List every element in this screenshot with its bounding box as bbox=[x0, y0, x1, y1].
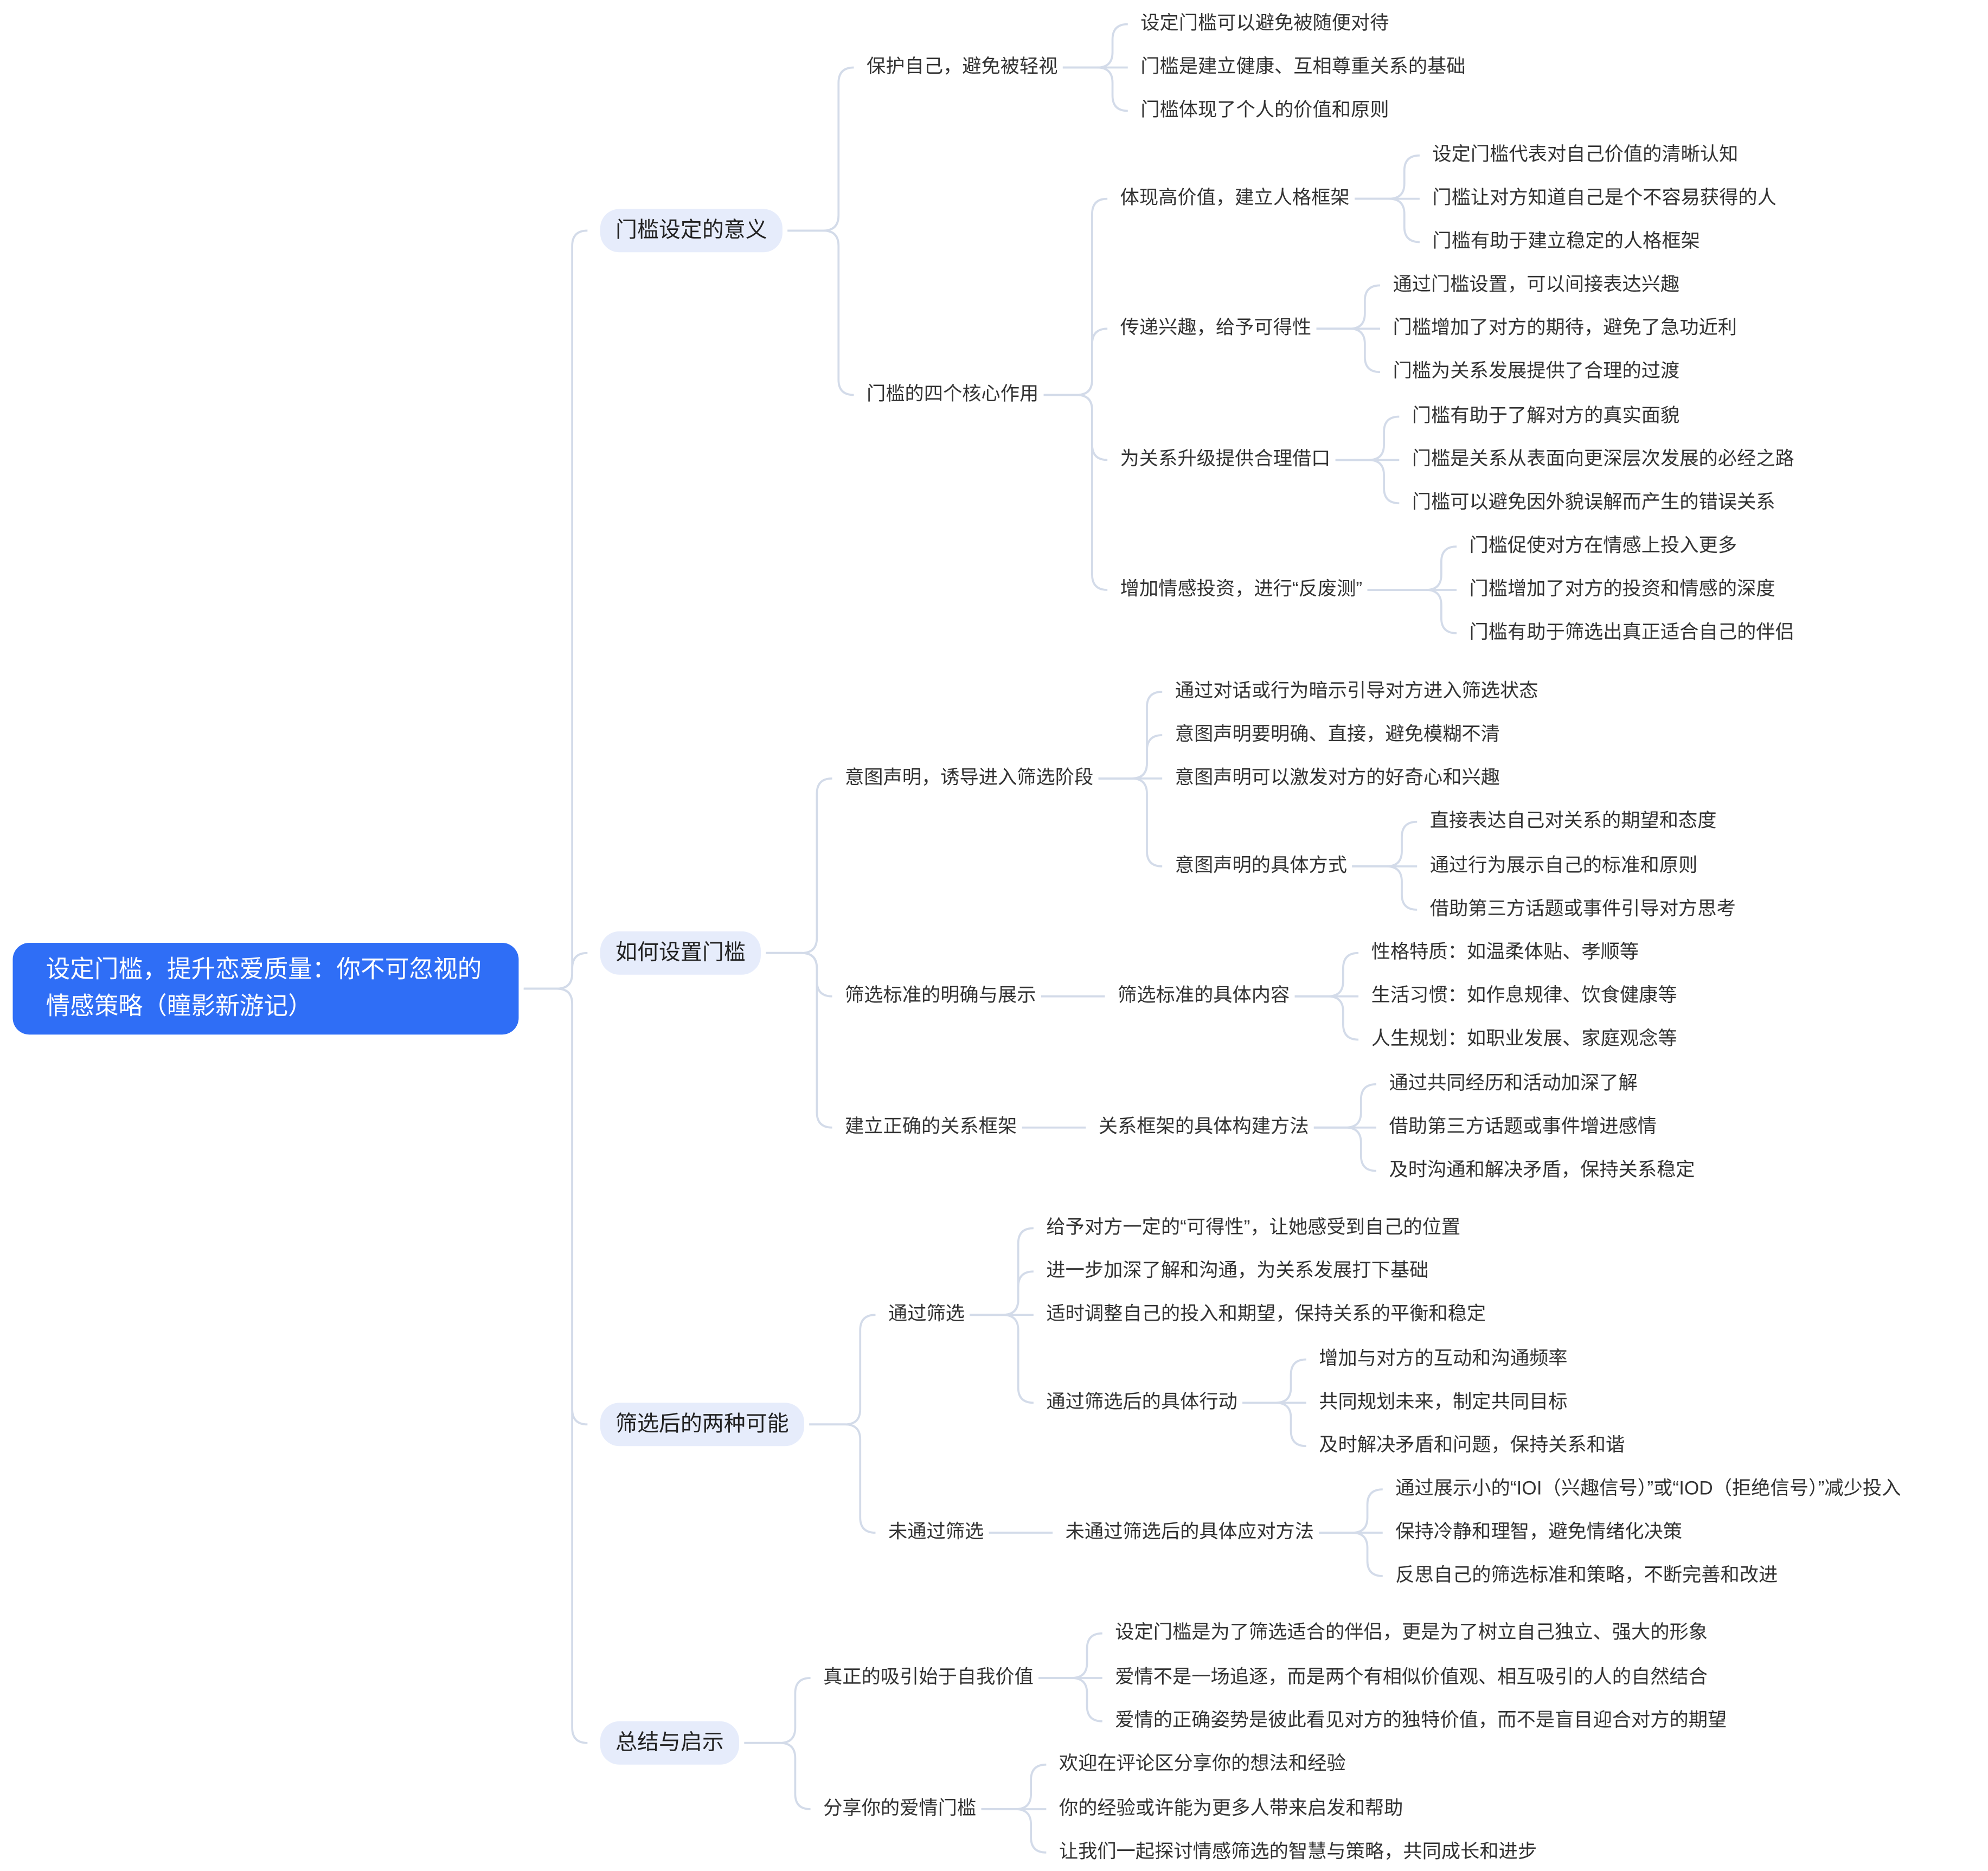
topic-m3[interactable]: 筛选后的两种可能 bbox=[600, 1403, 804, 1446]
edge-m3-m3a bbox=[809, 1314, 876, 1426]
topic-m4a1[interactable]: 设定门槛是为了筛选适合的伴侣，更是为了树立自己独立、强大的形象 bbox=[1115, 1622, 1708, 1644]
topic-m2c1c[interactable]: 及时沟通和解决矛盾，保持关系稳定 bbox=[1389, 1159, 1695, 1181]
topic-m4a[interactable]: 真正的吸引始于自我价值 bbox=[823, 1666, 1034, 1688]
edge-m1b-m1b2 bbox=[1043, 327, 1108, 396]
edge-m2a4-m2a4c bbox=[1352, 865, 1418, 911]
edge-m1b-m1b4 bbox=[1043, 394, 1108, 591]
topic-m2a[interactable]: 意图声明，诱导进入筛选阶段 bbox=[845, 767, 1094, 789]
topic-m2c1b[interactable]: 借助第三方话题或事件增进感情 bbox=[1389, 1116, 1657, 1138]
edge-m2-m2c bbox=[766, 951, 832, 1129]
topic-m1a3[interactable]: 门槛体现了个人的价值和原则 bbox=[1140, 99, 1389, 121]
edge-m2c1-m2c1c bbox=[1313, 1126, 1377, 1172]
topic-m1b2[interactable]: 传递兴趣，给予可得性 bbox=[1120, 317, 1312, 339]
edge-m2a-m2a4 bbox=[1098, 777, 1163, 867]
topic-m2c1[interactable]: 关系框架的具体构建方法 bbox=[1098, 1116, 1309, 1138]
topic-m3b1[interactable]: 未通过筛选后的具体应对方法 bbox=[1065, 1521, 1314, 1543]
topic-m2b[interactable]: 筛选标准的明确与展示 bbox=[845, 985, 1036, 1007]
topic-m1b2c[interactable]: 门槛为关系发展提供了合理的过渡 bbox=[1393, 361, 1680, 382]
topic-m3a4b[interactable]: 共同规划未来，制定共同目标 bbox=[1319, 1391, 1568, 1413]
topic-m3a[interactable]: 通过筛选 bbox=[888, 1303, 965, 1325]
topic-m1b3b[interactable]: 门槛是关系从表面向更深层次发展的必经之路 bbox=[1412, 448, 1794, 471]
topic-m3a3[interactable]: 适时调整自己的投入和期望，保持关系的平衡和稳定 bbox=[1046, 1303, 1486, 1325]
topic-m3a2[interactable]: 进一步加深了解和沟通，为关系发展打下基础 bbox=[1046, 1260, 1429, 1282]
topic-m2[interactable]: 如何设置门槛 bbox=[600, 931, 761, 975]
topic-m2b1a[interactable]: 性格特质：如温柔体贴、孝顺等 bbox=[1371, 941, 1639, 963]
edge-m1a-m1a3 bbox=[1062, 66, 1128, 112]
topic-m2a4a[interactable]: 直接表达自己对关系的期望和态度 bbox=[1429, 810, 1717, 832]
topic-m1b1[interactable]: 体现高价值，建立人格框架 bbox=[1120, 187, 1350, 209]
topic-m1b3c[interactable]: 门槛可以避免因外貌误解而产生的错误关系 bbox=[1412, 492, 1775, 514]
root-topic[interactable]: 设定门槛，提升恋爱质量：你不可忽视的情感策略（瞳影新游记） bbox=[12, 942, 519, 1035]
topic-m1b2a[interactable]: 通过门槛设置，可以间接表达兴趣 bbox=[1393, 274, 1680, 296]
topic-m3b1c[interactable]: 反思自己的筛选标准和策略，不断完善和改进 bbox=[1395, 1564, 1778, 1586]
topic-m3b[interactable]: 未通过筛选 bbox=[888, 1521, 984, 1543]
edge-root-m2 bbox=[523, 951, 588, 990]
topic-m2b1b[interactable]: 生活习惯：如作息规律、饮食健康等 bbox=[1371, 985, 1677, 1007]
topic-m4b3[interactable]: 让我们一起探讨情感筛选的智慧与策略，共同成长和进步 bbox=[1059, 1841, 1537, 1863]
topic-m4a3[interactable]: 爱情的正确姿势是彼此看见对方的独特价值，而不是盲目迎合对方的期望 bbox=[1115, 1709, 1727, 1732]
topic-m1b[interactable]: 门槛的四个核心作用 bbox=[866, 383, 1039, 406]
topic-m2a2[interactable]: 意图声明要明确、直接，避免模糊不清 bbox=[1175, 723, 1500, 745]
topic-m2a3[interactable]: 意图声明可以激发对方的好奇心和兴趣 bbox=[1175, 767, 1500, 789]
edge-m1b3-m1b3c bbox=[1335, 459, 1400, 505]
edge-m4b-m4b3 bbox=[981, 1808, 1047, 1854]
edge-m4a-m4a3 bbox=[1038, 1677, 1102, 1722]
edge-m3a-m3a4 bbox=[970, 1314, 1034, 1404]
edge-m4-m4a bbox=[744, 1677, 811, 1744]
edge-m1b2-m1b2c bbox=[1316, 327, 1381, 374]
edge-m1b4-m1b4c bbox=[1367, 589, 1457, 634]
topic-m1b3a[interactable]: 门槛有助于了解对方的真实面貌 bbox=[1412, 405, 1680, 427]
topic-m1a1[interactable]: 设定门槛可以避免被随便对待 bbox=[1140, 12, 1389, 35]
edge-m4-m4b bbox=[744, 1741, 811, 1810]
topic-m4b1[interactable]: 欢迎在评论区分享你的想法和经验 bbox=[1059, 1753, 1346, 1775]
topic-m1b4a[interactable]: 门槛促使对方在情感上投入更多 bbox=[1469, 535, 1737, 557]
topic-m2a4c[interactable]: 借助第三方话题或事件引导对方思考 bbox=[1429, 898, 1736, 920]
edge-m1-m1b bbox=[787, 229, 854, 396]
topic-m1b1b[interactable]: 门槛让对方知道自己是个不容易获得的人 bbox=[1432, 187, 1777, 209]
topic-m1b4[interactable]: 增加情感投资，进行“反废测” bbox=[1120, 578, 1363, 600]
topic-m1b1c[interactable]: 门槛有助于建立稳定的人格框架 bbox=[1432, 230, 1700, 253]
edge-m3-m3b bbox=[809, 1423, 876, 1534]
topic-m2a4[interactable]: 意图声明的具体方式 bbox=[1175, 854, 1347, 877]
topic-m3b1b[interactable]: 保持冷静和理智，避免情绪化决策 bbox=[1395, 1521, 1683, 1543]
topic-m4[interactable]: 总结与启示 bbox=[600, 1721, 739, 1765]
edge-m1b1-m1b1c bbox=[1355, 197, 1420, 243]
topic-m2a1[interactable]: 通过对话或行为暗示引导对方进入筛选状态 bbox=[1175, 680, 1538, 702]
topic-m2a4b[interactable]: 通过行为展示自己的标准和原则 bbox=[1429, 854, 1698, 877]
topic-m1b2b[interactable]: 门槛增加了对方的期待，避免了急功近利 bbox=[1393, 317, 1737, 339]
edge-m3a4-m3a4c bbox=[1242, 1401, 1306, 1448]
topic-m1a2[interactable]: 门槛是建立健康、互相尊重关系的基础 bbox=[1140, 56, 1466, 78]
topic-m1[interactable]: 门槛设定的意义 bbox=[600, 209, 783, 253]
edge-m3b1-m3b1c bbox=[1319, 1532, 1383, 1577]
topic-m2c1a[interactable]: 通过共同经历和活动加深了解 bbox=[1389, 1072, 1638, 1095]
topic-m4b2[interactable]: 你的经验或许能为更多人带来启发和帮助 bbox=[1059, 1797, 1403, 1819]
topic-m3b1a[interactable]: 通过展示小的“IOI（兴趣信号）”或“IOD（拒绝信号）”减少投入 bbox=[1395, 1478, 1901, 1500]
topic-m3a1[interactable]: 给予对方一定的“可得性”，让她感受到自己的位置 bbox=[1046, 1217, 1461, 1239]
topic-m2b1[interactable]: 筛选标准的具体内容 bbox=[1117, 985, 1290, 1007]
topic-m3a4[interactable]: 通过筛选后的具体行动 bbox=[1046, 1391, 1237, 1413]
topic-m1b1a[interactable]: 设定门槛代表对自己价值的清晰认知 bbox=[1432, 144, 1739, 166]
topic-m3a4a[interactable]: 增加与对方的互动和沟通频率 bbox=[1319, 1348, 1568, 1370]
topic-m4b[interactable]: 分享你的爱情门槛 bbox=[823, 1797, 977, 1819]
topic-m1a[interactable]: 保护自己，避免被轻视 bbox=[866, 56, 1058, 78]
topic-m2c[interactable]: 建立正确的关系框架 bbox=[845, 1116, 1017, 1138]
edge-m2b1-m2b1c bbox=[1294, 995, 1359, 1041]
topic-m1b4c[interactable]: 门槛有助于筛选出真正适合自己的伴侣 bbox=[1469, 621, 1794, 644]
topic-m4a2[interactable]: 爱情不是一场追逐，而是两个有相似价值观、相互吸引的人的自然结合 bbox=[1115, 1666, 1708, 1688]
edge-m2-m2a bbox=[766, 777, 832, 954]
edge-m1-m1a bbox=[787, 66, 854, 232]
topic-m2b1c[interactable]: 人生规划：如职业发展、家庭观念等 bbox=[1371, 1028, 1677, 1050]
topic-m3a4c[interactable]: 及时解决矛盾和问题，保持关系和谐 bbox=[1319, 1435, 1625, 1457]
topic-m1b4b[interactable]: 门槛增加了对方的投资和情感的深度 bbox=[1469, 578, 1775, 600]
topic-m1b3[interactable]: 为关系升级提供合理借口 bbox=[1120, 448, 1331, 471]
edge-root-m4 bbox=[523, 987, 588, 1744]
